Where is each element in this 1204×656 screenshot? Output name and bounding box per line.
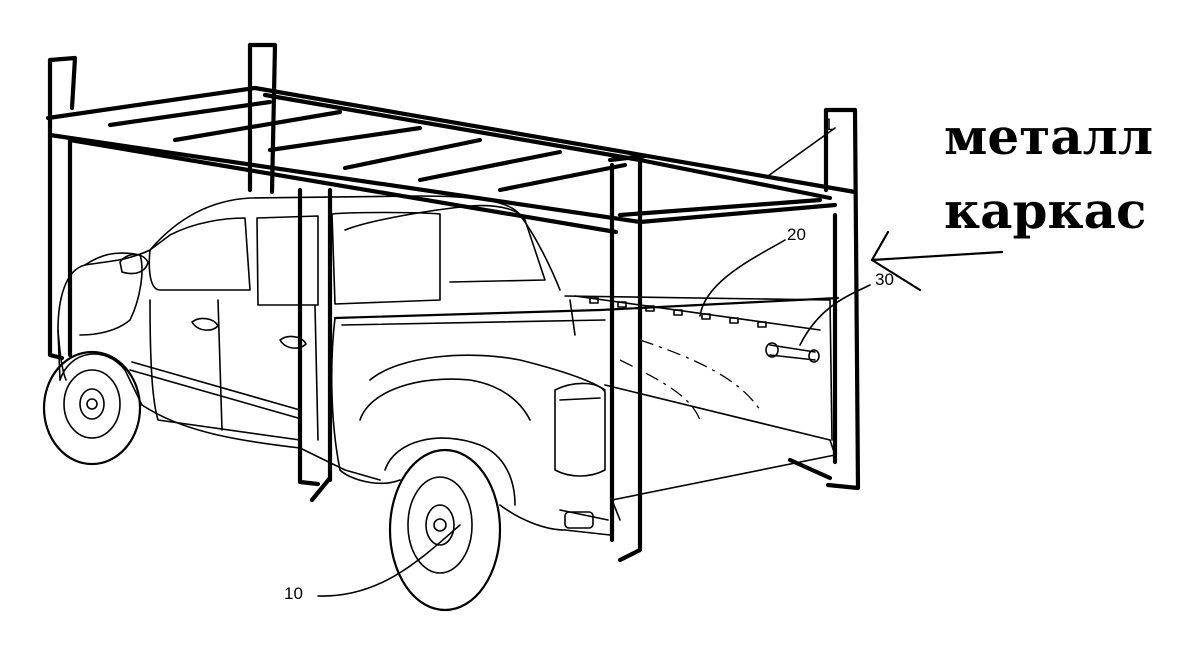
leader-frame bbox=[767, 127, 836, 177]
ref-label-tie-down: 30 bbox=[875, 270, 894, 289]
ref-label-bed-rail: 20 bbox=[787, 225, 806, 244]
ref-label-truck: 10 bbox=[284, 584, 303, 603]
leader-bed-rail bbox=[699, 239, 786, 317]
bed-rail-slots bbox=[589, 297, 767, 328]
leader-tie-down bbox=[799, 284, 871, 346]
metal-frame bbox=[45, 42, 861, 563]
front-wheel bbox=[42, 350, 142, 466]
tie-down-bar bbox=[765, 342, 820, 363]
pickup-truck bbox=[42, 195, 840, 612]
ref-label-frame: 1 bbox=[824, 115, 833, 134]
leader-lines bbox=[317, 127, 871, 597]
arrow-icon bbox=[870, 230, 1004, 292]
leader-truck bbox=[317, 524, 461, 597]
annotation-line-2: каркас bbox=[944, 181, 1147, 240]
annotation-line-1: металл bbox=[944, 107, 1154, 166]
rear-wheel bbox=[388, 448, 502, 612]
